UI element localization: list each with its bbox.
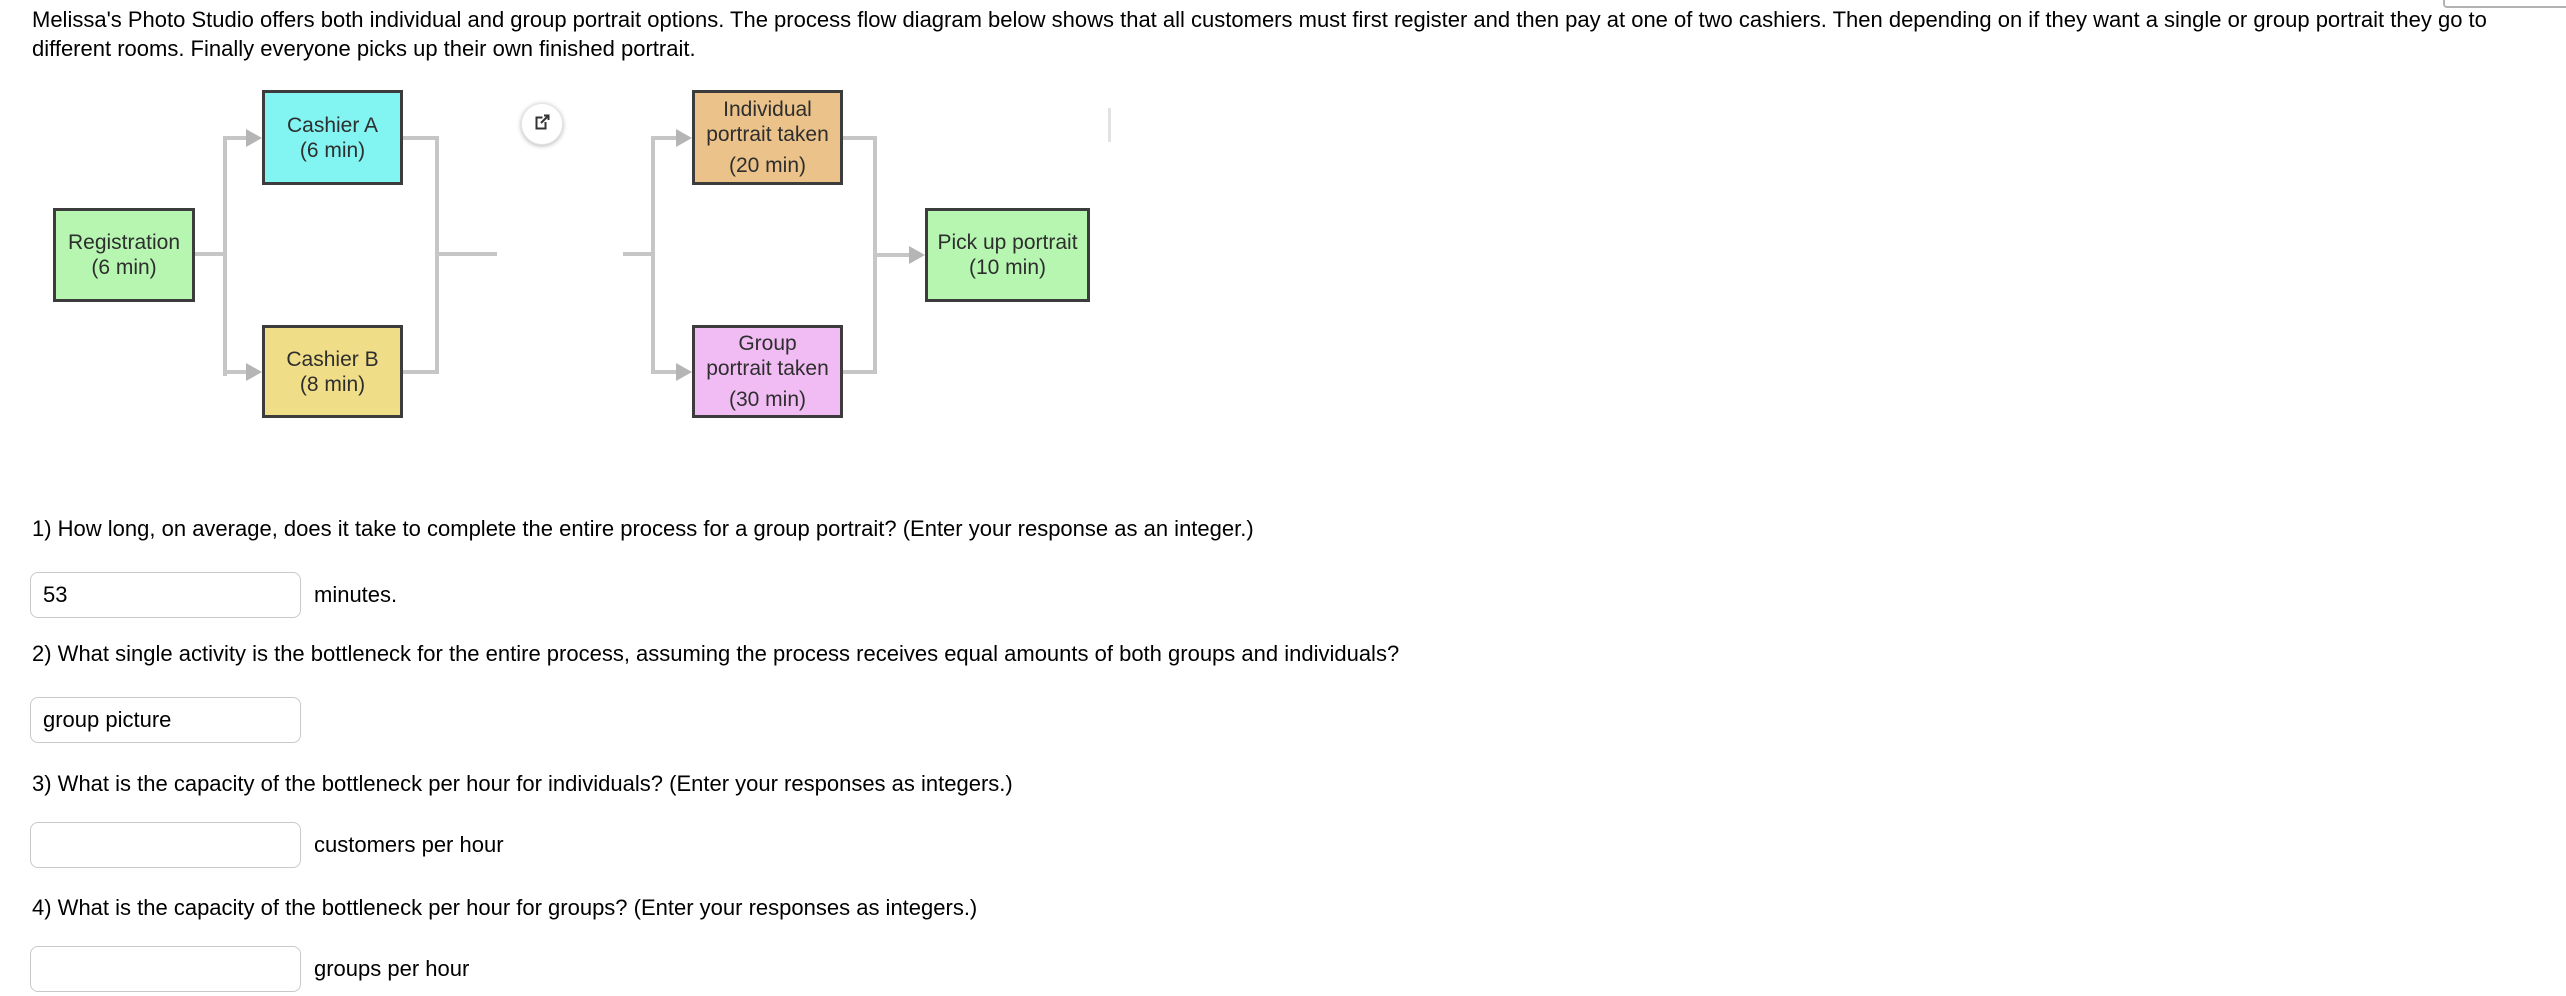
flow-arrowhead-icon [676,363,692,381]
node-label: Registration [67,231,181,254]
flow-line [223,136,227,376]
question-1-unit-label: minutes. [314,582,398,607]
node-time: (6 min) [91,256,157,279]
node-pickup-portrait: Pick up portrait (10 min) [925,208,1090,302]
node-cashier-b: Cashier B (8 min) [262,325,403,418]
question-3-answer-row: customers per hour [30,822,504,868]
question-2-text: 2) What single activity is the bottlenec… [32,641,1400,666]
question-3-answer-input[interactable] [30,822,301,868]
node-label: portrait taken [706,357,829,380]
problem-statement: Melissa's Photo Studio offers both indiv… [32,7,2487,61]
question-1-answer-input[interactable] [30,572,301,618]
flow-line [403,370,439,374]
question-4-answer-input[interactable] [30,946,301,992]
node-label: portrait taken [706,123,829,146]
flow-line [195,252,227,256]
node-time: (10 min) [968,256,1047,279]
node-individual-portrait: Individual portrait taken (20 min) [692,90,843,185]
flow-line [651,136,677,140]
node-cashier-a: Cashier A (6 min) [262,90,403,185]
external-link-icon [532,112,552,137]
question-4-answer-row: groups per hour [30,946,469,992]
question-2-answer-input[interactable] [30,697,301,743]
flow-arrowhead-icon [246,363,262,381]
flow-line [403,136,439,140]
node-registration: Registration (6 min) [53,208,195,302]
node-time: (20 min) [728,154,807,177]
node-time: (8 min) [299,372,366,396]
flow-line [437,252,497,256]
flow-line [873,253,911,257]
node-label: Group [738,332,797,355]
node-label: Individual [723,98,812,121]
flow-line [843,136,877,140]
node-label: Cashier A [286,113,379,137]
question-4-text: 4) What is the capacity of the bottlenec… [32,895,978,920]
node-label: Cashier B [286,347,379,371]
flow-line [623,252,655,256]
flow-arrowhead-icon [909,246,925,264]
node-time: (30 min) [728,388,807,411]
open-diagram-button[interactable] [521,103,563,145]
flow-arrowhead-icon [246,129,262,147]
node-label: Pick up portrait [937,231,1078,254]
cutoff-tooltip-box [2443,0,2566,8]
flow-line [651,136,655,374]
flow-line [223,370,247,374]
question-1-answer-row: minutes. [30,572,397,618]
flow-arrowhead-icon [676,129,692,147]
cursor-artifact [1108,108,1111,142]
question-4-unit-label: groups per hour [314,956,470,981]
question-3-unit-label: customers per hour [314,832,504,857]
flow-line [651,370,677,374]
question-1-text: 1) How long, on average, does it take to… [32,516,1254,541]
flow-line [843,370,877,374]
flow-line [223,136,247,140]
question-2-answer-row [30,697,314,743]
node-time: (6 min) [299,138,366,162]
question-3-text: 3) What is the capacity of the bottlenec… [32,771,1013,796]
node-group-portrait: Group portrait taken (30 min) [692,325,843,418]
